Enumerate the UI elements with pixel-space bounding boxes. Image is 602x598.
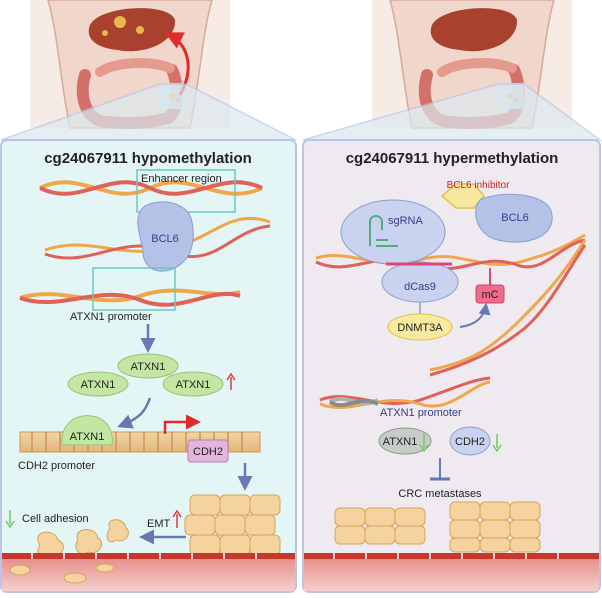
atxn1-bound-protein: ATXN1 [61, 415, 113, 446]
right-panel: cg24067911 hypermethylation BCL6 inhibit… [302, 139, 601, 593]
bcl6-label: BCL6 [501, 212, 529, 224]
atxn1-promoter-box [92, 267, 176, 311]
left-panel-title: cg24067911 hypomethylation [44, 150, 252, 167]
bcl6-protein: BCL6 [475, 193, 553, 243]
dcas9-label: dCas9 [404, 281, 436, 293]
cdh2-protein: CDH2 [187, 439, 229, 463]
sgrna-label: sgRNA [388, 215, 424, 227]
up-arrow-icon [226, 372, 236, 390]
cell-adhesion-label: Cell adhesion [22, 513, 89, 525]
dnmt3a-protein: DNMT3A [387, 302, 453, 341]
cdh2-label: CDH2 [455, 436, 485, 448]
right-panel-title: cg24067911 hypermethylation [346, 150, 559, 167]
dnmt3a-label: DNMT3A [397, 322, 443, 334]
liver-icon [430, 8, 518, 52]
flow-arrow [117, 397, 152, 429]
cdh2-label: CDH2 [193, 446, 223, 458]
target-dna-helix [315, 233, 587, 409]
atxn1-label: ATXN1 [70, 431, 105, 443]
down-arrow-icon [419, 434, 429, 453]
methyl-cytosine-mark: mC [475, 268, 505, 304]
inhibition-bar [430, 458, 450, 481]
atxn1-proteins: ATXN1 ATXN1 ATXN1 [67, 353, 224, 397]
emt-label: EMT [147, 518, 171, 530]
atxn1-protein: ATXN1 [378, 427, 432, 455]
atxn1-label: ATXN1 [176, 379, 211, 391]
transcription-start-arrow [163, 414, 201, 434]
atxn1-promoter-helix [328, 396, 379, 408]
atxn1-label: ATXN1 [81, 379, 116, 391]
down-arrow-icon [5, 510, 15, 529]
cdh2-protein: CDH2 [449, 426, 491, 456]
left-panel: cg24067911 hypomethylation Enhancer regi… [0, 139, 297, 593]
methylation-arrow [459, 302, 491, 328]
cdh2-promoter-label: CDH2 promoter [18, 460, 95, 472]
left-zoom-connector [0, 83, 297, 141]
atxn1-promoter-label: ATXN1 promoter [70, 311, 152, 323]
liver-icon [88, 8, 176, 52]
right-zoom-connector [302, 83, 602, 141]
bcl6-inhibitor-label: BCL6 inhibitor [447, 180, 510, 191]
up-arrow-icon [172, 509, 182, 528]
detached-cells [37, 519, 129, 559]
mc-label: mC [481, 289, 498, 301]
atxn1-label: ATXN1 [131, 361, 166, 373]
tissue-layer [304, 553, 599, 591]
sgrna-icon [369, 215, 398, 247]
bcl6-inhibitor: BCL6 inhibitor [440, 180, 510, 209]
tumor-cell-cluster [184, 494, 281, 556]
tissue-layer [2, 553, 295, 591]
crc-metastases-label: CRC metastases [398, 488, 482, 500]
enhancer-region-label: Enhancer region [141, 173, 222, 185]
atxn1-promoter-label: ATXN1 promoter [380, 407, 462, 419]
bcl6-label: BCL6 [151, 233, 179, 245]
tumor-cell-cluster [334, 501, 541, 553]
bcl6-protein: BCL6 [137, 201, 194, 272]
enhancer-dna-helix [39, 180, 263, 196]
atxn1-label: ATXN1 [383, 436, 418, 448]
dcas9-complex: sgRNA dCas9 [340, 199, 459, 303]
down-arrow-icon [492, 434, 502, 453]
